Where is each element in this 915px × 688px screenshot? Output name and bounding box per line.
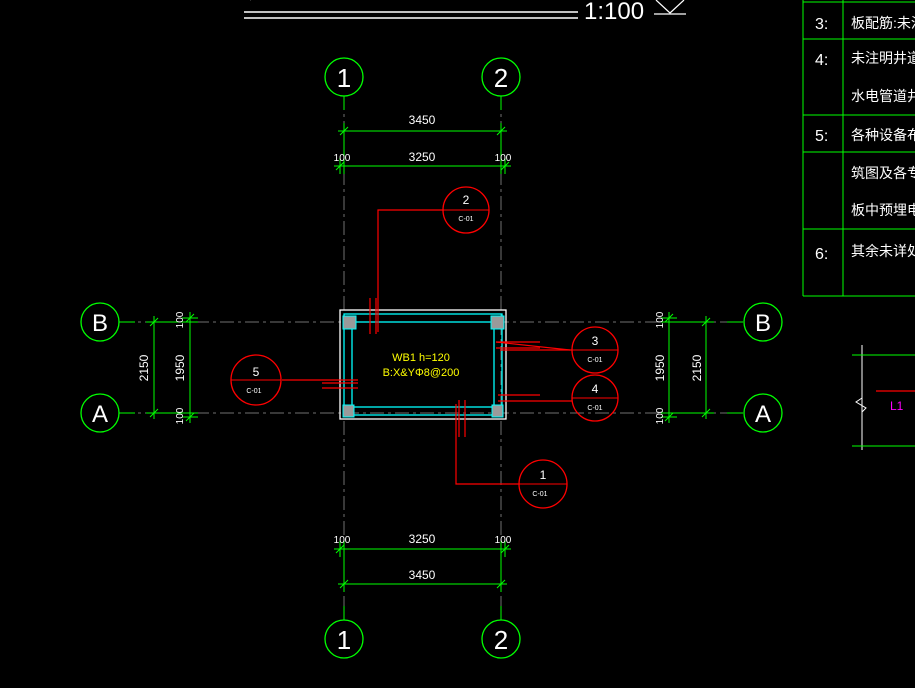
- dim-right-top-edge: 100: [655, 311, 666, 328]
- slab-label-line1: WB1 h=120: [392, 352, 450, 364]
- callout-4-sheet: C-01: [587, 405, 602, 412]
- detail-fragment: L1: [852, 345, 915, 450]
- axis-bubble-right-a: A: [727, 393, 783, 433]
- callout-3[interactable]: 3 C-01: [571, 326, 619, 374]
- dim-bottom-overall: 3450: [409, 568, 436, 582]
- dim-left-overall: 2150: [137, 354, 151, 381]
- callout-5[interactable]: 5 C-01: [230, 354, 282, 406]
- slab-label-line2: B:X&YΦ8@200: [383, 367, 460, 379]
- dim-right-inner: 1950: [653, 354, 667, 381]
- section-cut-marks: [282, 209, 572, 485]
- beam-outline: [339, 309, 507, 420]
- callout-5-id: 5: [253, 365, 260, 379]
- dim-left-inner: 1950: [173, 354, 187, 381]
- svg-text:2: 2: [494, 625, 508, 655]
- elevation-marker: [655, 0, 685, 14]
- columns: [342, 315, 505, 418]
- dim-bottom-right-edge: 100: [495, 535, 512, 546]
- note-6-text: 其余未详处详: [851, 243, 915, 259]
- note-5-text: 各种设备布置: [851, 127, 915, 143]
- callout-1[interactable]: 1 C-01: [518, 459, 568, 509]
- dim-top-inner: 3250: [409, 150, 436, 164]
- notes-table: 3: 4: 5: 6: 板配筋:未注明 未注明井道洞 水电管道井处 各种设备布置…: [802, 0, 915, 297]
- axis-bubble-left-a: A: [80, 393, 135, 433]
- svg-text:B: B: [755, 310, 771, 337]
- dim-top-right-edge: 100: [495, 153, 512, 164]
- axis-bubble-left-b: B: [80, 302, 135, 342]
- svg-text:A: A: [92, 401, 108, 428]
- note-num-3: 3:: [815, 16, 828, 33]
- svg-text:1: 1: [337, 625, 351, 655]
- note-3-text: 板配筋:未注明: [851, 15, 915, 31]
- callout-2-sheet: C-01: [458, 216, 473, 223]
- column-a1: [342, 404, 355, 418]
- callout-5-sheet: C-01: [246, 388, 261, 395]
- svg-text:2: 2: [494, 63, 508, 93]
- callout-4-id: 4: [592, 382, 599, 396]
- svg-text:A: A: [755, 401, 771, 428]
- axis-bubble-top-1: 1: [324, 57, 364, 110]
- dim-bottom-inner: 3250: [409, 532, 436, 546]
- dim-right-bottom-edge: 100: [655, 407, 666, 424]
- dim-right-overall: 2150: [690, 354, 704, 381]
- drawing-scale: 1:100: [584, 0, 644, 25]
- drawing-title: 1:100: [244, 0, 686, 25]
- axis-bubble-right-b: B: [727, 302, 783, 342]
- dim-left-top-edge: 100: [175, 311, 186, 328]
- callout-1-sheet: C-01: [532, 491, 547, 498]
- callout-3-sheet: C-01: [587, 357, 602, 364]
- column-b2: [490, 315, 505, 330]
- dimension-right: [661, 312, 714, 423]
- note-5-cont-text-2: 板中预埋电线: [851, 202, 915, 218]
- note-num-6: 6:: [815, 246, 828, 263]
- dimension-bottom: [334, 541, 511, 592]
- note-num-5: 5:: [815, 128, 828, 145]
- axis-bubble-top-2: 2: [481, 57, 521, 110]
- dim-left-bottom-edge: 100: [175, 407, 186, 424]
- dimension-left: [146, 312, 198, 423]
- column-a2: [491, 404, 504, 418]
- note-4-text: 未注明井道洞: [851, 50, 915, 66]
- callout-3-id: 3: [592, 334, 599, 348]
- note-4-cont-text: 水电管道井处: [851, 88, 915, 104]
- callout-2[interactable]: 2 C-01: [442, 186, 490, 234]
- callout-4[interactable]: 4 C-01: [571, 374, 619, 422]
- column-b1: [342, 315, 357, 330]
- dim-top-overall: 3450: [409, 113, 436, 127]
- dim-bottom-left-edge: 100: [334, 535, 351, 546]
- axis-bubbles: 1 2 1 2 B A B: [80, 57, 783, 659]
- callout-1-id: 1: [540, 468, 547, 482]
- detail-tag: L1: [890, 399, 904, 413]
- svg-text:1: 1: [337, 63, 351, 93]
- callout-2-id: 2: [463, 193, 470, 207]
- axis-bubble-bottom-1: 1: [324, 606, 364, 659]
- note-num-4: 4:: [815, 52, 828, 69]
- note-5-cont-text-1: 筑图及各专业: [851, 165, 915, 181]
- svg-text:B: B: [92, 310, 108, 337]
- axis-bubble-bottom-2: 2: [481, 606, 521, 659]
- dimension-top: [334, 123, 511, 174]
- dim-top-left-edge: 100: [334, 153, 351, 164]
